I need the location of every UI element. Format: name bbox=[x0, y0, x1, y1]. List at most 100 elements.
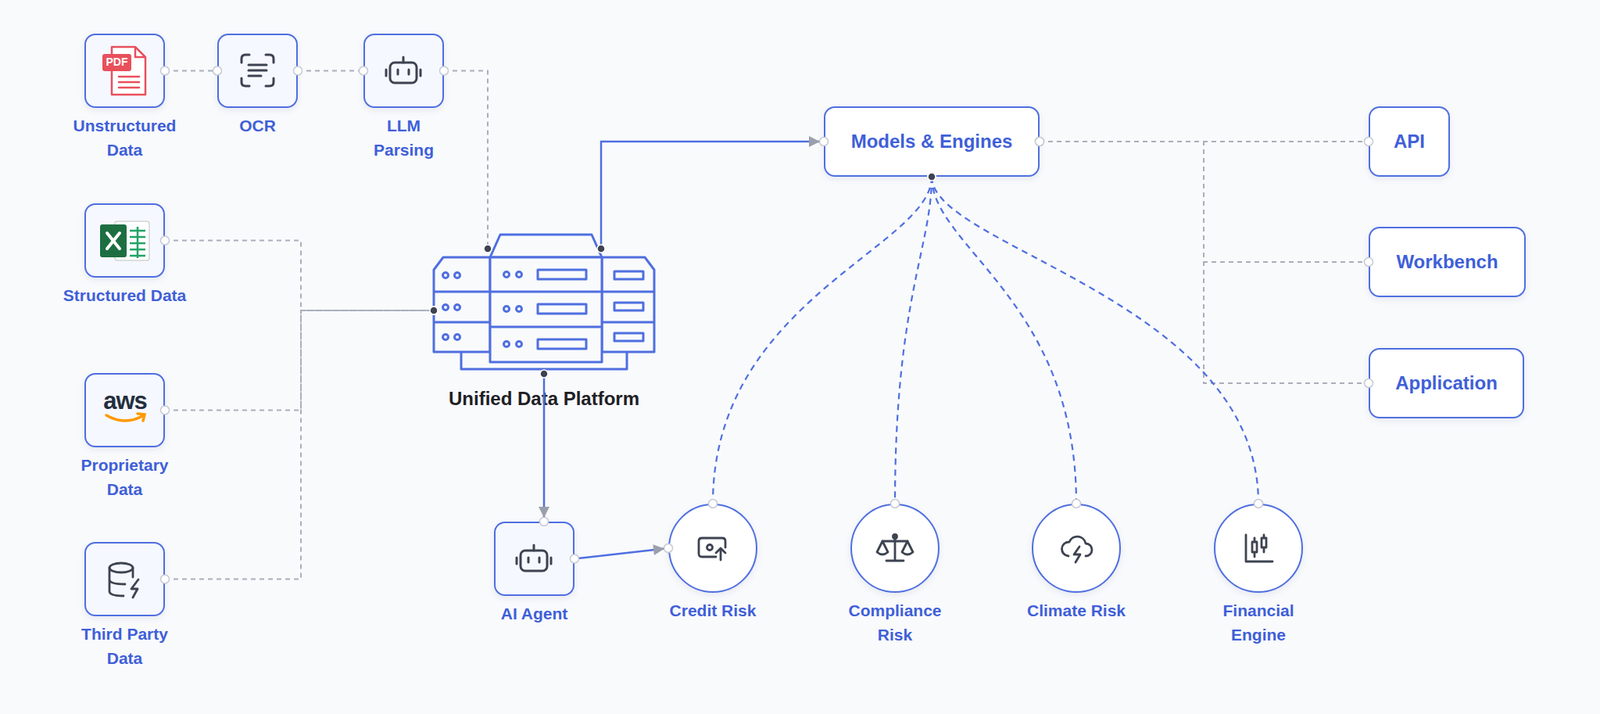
node-label: AI Agent bbox=[472, 601, 598, 626]
connector-dot bbox=[429, 306, 438, 315]
chart-axis bbox=[1245, 534, 1273, 562]
scan-corners bbox=[241, 54, 274, 86]
connector-dot bbox=[1364, 379, 1374, 388]
server-slot bbox=[537, 269, 587, 280]
robot-icon bbox=[516, 544, 552, 571]
connector-dot bbox=[540, 517, 549, 527]
connector-line bbox=[894, 176, 932, 504]
database-icon bbox=[109, 562, 139, 598]
connector-dot bbox=[440, 66, 449, 76]
connector bbox=[161, 236, 439, 315]
db-bolt bbox=[131, 579, 139, 598]
scale-pans bbox=[876, 540, 913, 555]
server-led bbox=[516, 272, 523, 278]
chart-icon bbox=[1245, 534, 1273, 562]
source-box: Unstructured Data bbox=[84, 33, 165, 108]
scale-icon bbox=[876, 534, 913, 562]
box-text: Workbench bbox=[1395, 250, 1498, 273]
connector-dot bbox=[570, 554, 580, 563]
server-slot bbox=[614, 302, 644, 311]
connector-line bbox=[164, 240, 434, 312]
connector-dot bbox=[161, 405, 170, 415]
up-arrow bbox=[715, 547, 726, 560]
server-led bbox=[504, 341, 510, 348]
process-box: OCR bbox=[217, 33, 298, 108]
server-illustration bbox=[433, 234, 655, 369]
cloud bbox=[1061, 536, 1092, 556]
connector-dot bbox=[429, 306, 438, 315]
server-led bbox=[504, 306, 510, 312]
server-led bbox=[516, 306, 523, 312]
bill-coin bbox=[707, 544, 713, 551]
connector-dot bbox=[213, 66, 222, 76]
sheet-front bbox=[100, 224, 127, 258]
smile-arrow bbox=[137, 413, 145, 421]
engine-box: Models & Engines bbox=[823, 106, 1040, 177]
node-label: Credit Risk bbox=[646, 597, 780, 623]
connector-dot bbox=[161, 66, 170, 76]
connector bbox=[161, 66, 222, 76]
connector-line bbox=[931, 176, 1259, 504]
candle bbox=[1252, 541, 1257, 552]
connector-dot bbox=[891, 499, 900, 509]
smile-curve bbox=[106, 415, 144, 421]
node-label: Unstructured Data bbox=[62, 113, 188, 162]
connector-dot bbox=[293, 66, 303, 76]
server-led bbox=[454, 272, 461, 279]
arrow-head bbox=[808, 136, 820, 147]
connector-dot bbox=[927, 172, 936, 181]
connector bbox=[708, 172, 937, 509]
risk-circle: Credit Risk bbox=[668, 503, 758, 593]
risk-circle: Financial Engine bbox=[1213, 503, 1303, 593]
server-tower bbox=[490, 257, 602, 362]
node-label: Third Party Data bbox=[62, 621, 188, 670]
node-label: Proprietary Data bbox=[62, 452, 188, 502]
connector-dot bbox=[819, 137, 829, 147]
server-roof bbox=[490, 234, 602, 258]
node-label: LLM Parsing bbox=[365, 113, 444, 162]
connector-dot bbox=[161, 236, 170, 245]
connector-dot bbox=[540, 369, 548, 378]
pdf-fold bbox=[135, 46, 146, 58]
platform-node: Unified Data Platform bbox=[433, 248, 655, 374]
connector bbox=[570, 544, 673, 564]
server-led bbox=[504, 272, 510, 278]
server-slot bbox=[537, 339, 587, 349]
node-label: Unified Data Platform bbox=[448, 386, 640, 411]
connector bbox=[891, 172, 937, 509]
risk-circle: Compliance Risk bbox=[850, 503, 940, 593]
climate-icon bbox=[1061, 536, 1092, 562]
connector-dot bbox=[1364, 257, 1374, 267]
box-text: Models & Engines bbox=[851, 130, 1013, 153]
agent-box: AI Agent bbox=[493, 521, 575, 596]
connector-dot bbox=[429, 306, 438, 315]
scale-top bbox=[893, 534, 898, 539]
server-right bbox=[601, 257, 655, 352]
connector-dot bbox=[161, 574, 170, 584]
server-rows bbox=[433, 291, 655, 327]
node-label: Financial Engine bbox=[1195, 597, 1321, 647]
connector-line bbox=[164, 310, 434, 580]
lightning bbox=[1073, 546, 1081, 562]
ocr-icon bbox=[241, 54, 274, 86]
db-top bbox=[109, 562, 133, 573]
server-led bbox=[516, 341, 523, 348]
server-slot bbox=[614, 332, 644, 341]
connector-line bbox=[164, 310, 434, 411]
connector-line bbox=[574, 547, 669, 559]
source-box: Structured Data bbox=[84, 203, 165, 278]
server-led bbox=[443, 272, 449, 279]
arrow-head bbox=[538, 506, 550, 518]
output-box: Application bbox=[1368, 347, 1525, 419]
scan-lines bbox=[248, 64, 267, 76]
source-box: Proprietary Data bbox=[84, 372, 165, 448]
node-label: OCR bbox=[195, 113, 321, 138]
robot-icon bbox=[386, 57, 421, 83]
node-label: Climate Risk bbox=[1005, 597, 1147, 623]
robot-details bbox=[516, 544, 552, 564]
connector bbox=[440, 66, 493, 253]
connector-line bbox=[297, 70, 364, 72]
candle-wicks bbox=[1254, 534, 1264, 557]
connector-line bbox=[1039, 141, 1369, 262]
sheet-x bbox=[107, 232, 120, 249]
